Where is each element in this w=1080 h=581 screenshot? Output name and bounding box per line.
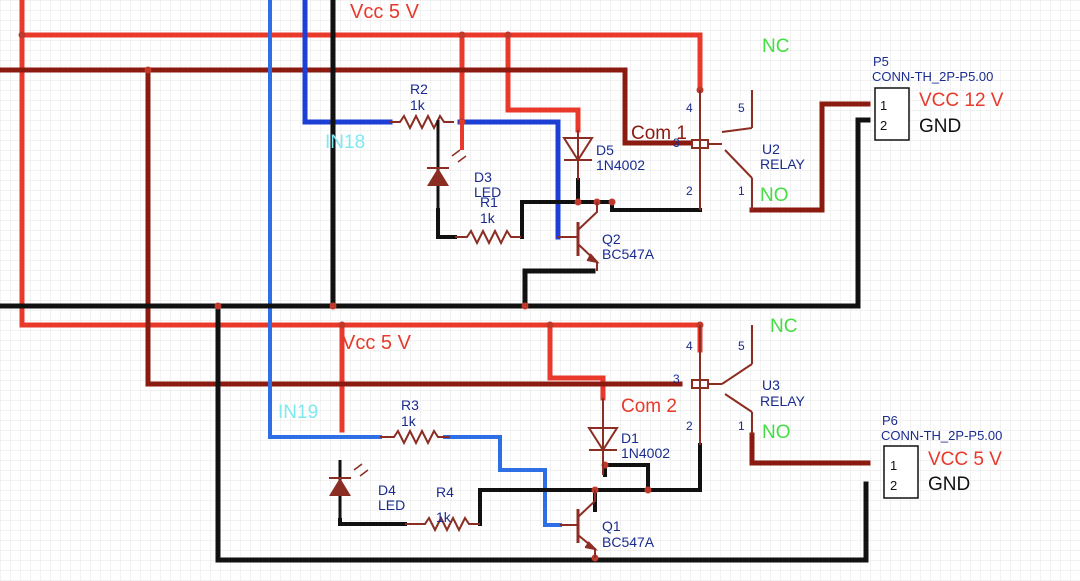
d3-value: LED — [474, 184, 501, 200]
d5-ref: D5 — [596, 142, 614, 158]
p5-net1: VCC 12 V — [919, 90, 1004, 111]
vcc-wire[interactable] — [19, 0, 703, 433]
d4-value: LED — [378, 497, 405, 513]
com-label-upper: Com 1 — [631, 123, 687, 144]
gnd-wire[interactable] — [0, 0, 871, 563]
q2-ref: Q2 — [602, 231, 621, 247]
r2-value: 1k — [410, 97, 426, 113]
nc-label-upper: NC — [762, 36, 789, 57]
p6-ref: P6 — [882, 413, 898, 428]
u3-value: RELAY — [760, 393, 806, 409]
transistor-q1-icon[interactable] — [560, 490, 599, 558]
nc-label-lower: NC — [770, 316, 797, 337]
com-wire[interactable] — [0, 67, 871, 387]
u3-ref: U3 — [762, 377, 780, 393]
no-label-lower: NO — [762, 422, 791, 443]
q2-value: BC547A — [602, 246, 655, 262]
p6-pin2: 2 — [890, 478, 897, 493]
r1-ref: R1 — [480, 194, 498, 210]
p6-value: CONN-TH_2P-P5.00 — [881, 428, 1002, 443]
u2-pin4: 4 — [686, 101, 693, 115]
u3-pin5: 5 — [738, 339, 745, 353]
transistor-q2-icon[interactable] — [558, 202, 600, 271]
r3-value: 1k — [401, 413, 417, 429]
d5-value: 1N4002 — [596, 157, 645, 173]
u2-value: RELAY — [760, 156, 806, 172]
input-wire-in18[interactable] — [302, 0, 561, 240]
d4-ref: D4 — [378, 482, 396, 498]
r3-ref: R3 — [401, 397, 419, 413]
net-label-in18: IN18 — [325, 132, 365, 153]
d1-value: 1N4002 — [621, 445, 670, 461]
p5-ref: P5 — [873, 54, 889, 69]
led-d3-icon[interactable] — [427, 120, 467, 210]
r4-value: 1k — [436, 509, 452, 525]
no-label-upper: NO — [760, 185, 789, 206]
no-wire-lower[interactable] — [749, 432, 871, 466]
vcc-label-lower: Vcc 5 V — [342, 332, 412, 354]
p5-pin1: 1 — [880, 98, 887, 113]
connector-p6-icon[interactable] — [883, 445, 919, 499]
u2-pin1: 1 — [738, 184, 745, 198]
p5-value: CONN-TH_2P-P5.00 — [872, 69, 993, 84]
diode-d5-icon[interactable] — [562, 130, 594, 180]
p6-pin1: 1 — [890, 458, 897, 473]
input-wire-in19[interactable] — [268, 0, 562, 527]
net-label-in19: IN19 — [278, 402, 318, 423]
diode-d1-icon[interactable] — [587, 398, 619, 475]
vcc-label-upper: Vcc 5 V — [350, 1, 420, 23]
relay-u2-icon[interactable] — [691, 90, 753, 210]
d3-ref: D3 — [474, 169, 492, 185]
r4-ref: R4 — [436, 484, 454, 500]
p6-net1: VCC 5 V — [928, 449, 1002, 470]
q1-value: BC547A — [602, 534, 655, 550]
u3-pin1: 1 — [738, 419, 745, 433]
p6-net2: GND — [928, 474, 970, 495]
p5-pin2: 2 — [880, 118, 887, 133]
resistor-r1-icon[interactable] — [455, 228, 521, 246]
u3-pin3: 3 — [673, 372, 680, 386]
resistor-r4-icon[interactable] — [405, 515, 480, 533]
u3-pin2: 2 — [686, 419, 693, 433]
connector-p5-icon[interactable] — [874, 87, 910, 141]
relay-u3-icon[interactable] — [691, 325, 753, 445]
collector-wire-upper[interactable] — [436, 178, 702, 239]
r2-ref: R2 — [410, 81, 428, 97]
resistor-r3-icon[interactable] — [380, 428, 450, 446]
r1-value: 1k — [480, 210, 496, 226]
u2-pin2: 2 — [686, 184, 693, 198]
p5-net2: GND — [919, 116, 961, 137]
q1-ref: Q1 — [602, 518, 621, 534]
com-label-lower: Com 2 — [621, 396, 677, 417]
resistor-r2-icon[interactable] — [390, 113, 454, 131]
u3-pin4: 4 — [686, 339, 693, 353]
d1-ref: D1 — [621, 430, 639, 446]
led-d4-icon[interactable] — [329, 460, 369, 524]
u2-ref: U2 — [762, 141, 780, 157]
u2-pin3: 3 — [673, 136, 680, 150]
u2-pin5: 5 — [738, 101, 745, 115]
